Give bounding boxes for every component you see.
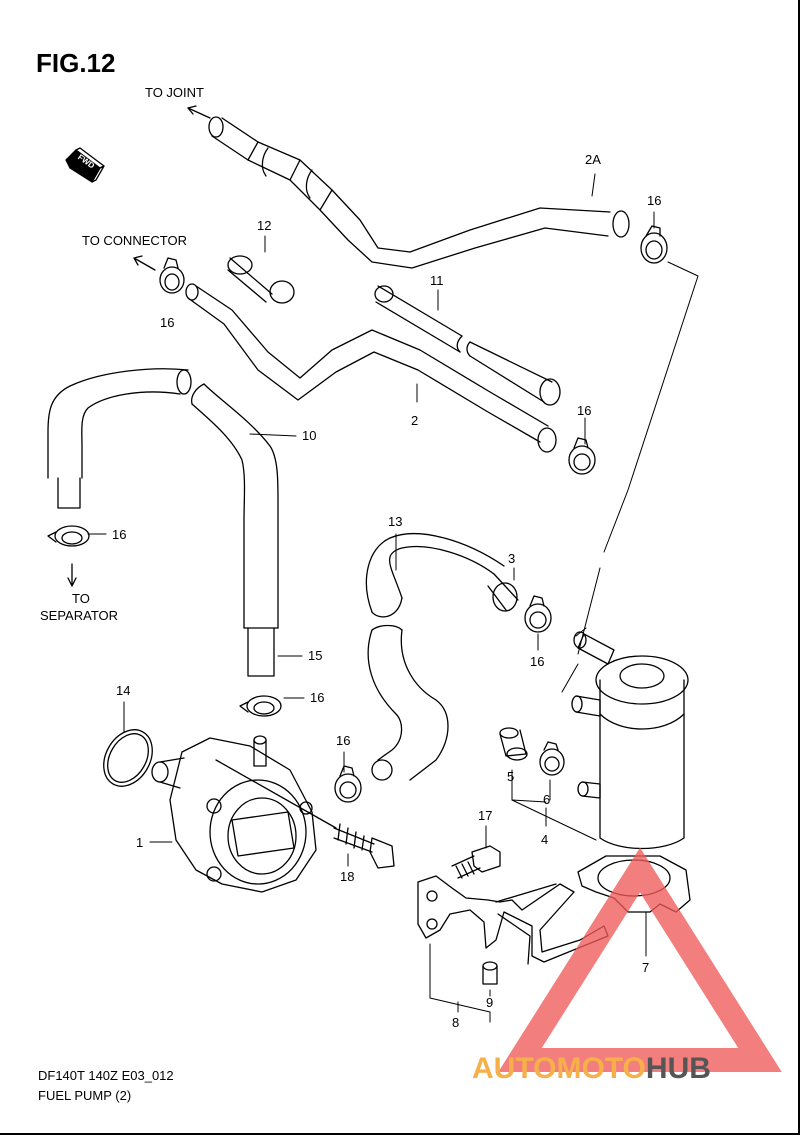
part-9-spacer [482,961,498,985]
callout-2a: 2A [585,152,601,167]
part-18-bolt [333,823,395,869]
label-to-separator-line1: TO [72,591,90,606]
callout-10: 10 [302,428,317,443]
arrow-to-joint [187,107,211,119]
clamp-6 [539,741,565,776]
callout-13: 13 [388,514,403,529]
callout-1: 1 [136,835,144,850]
arrow-to-connector [133,255,156,271]
label-to-connector: TO CONNECTOR [82,233,187,248]
callout-16-c: 16 [577,403,592,418]
label-to-joint: TO JOINT [145,85,204,100]
callout-3: 3 [508,551,516,566]
callout-11: 11 [430,273,444,288]
hose-13 [365,533,519,781]
part-4-fuel-filter [571,631,689,850]
callout-17: 17 [478,808,493,823]
watermark-text: AUTOMOTOHUB [472,1052,711,1086]
part-5-hose [499,727,528,761]
part-11-hose [374,285,561,406]
footer-section-name: FUEL PUMP (2) [38,1088,132,1103]
clamp-16-a [640,225,668,264]
part-1-fuel-pump [151,735,337,893]
clamp-16-b [159,257,185,294]
callout-6: 6 [543,792,551,807]
callout-16-a: 16 [647,193,662,208]
callout-15: 15 [308,648,323,663]
callout-16-b: 16 [160,315,175,330]
callout-16-d: 16 [112,527,127,542]
callout-5: 5 [507,769,515,784]
clamp-16-e [524,595,552,633]
callout-12: 12 [257,218,272,233]
callout-16-g: 16 [336,733,351,748]
clamp-16-f [239,695,282,717]
callout-8: 8 [452,1015,460,1030]
figure-title: FIG.12 [36,48,116,78]
part-17-bolt [451,845,501,879]
callout-2: 2 [411,413,419,428]
callout-7: 7 [642,960,650,975]
callout-18: 18 [340,869,355,884]
hose-10 [47,368,279,677]
label-to-separator-line2: SEPARATOR [40,608,119,623]
arrow-to-separator [67,563,77,587]
clamp-16-d [47,525,90,547]
leader-lines [87,173,699,1023]
frame-bottom [0,1133,800,1135]
callout-4: 4 [541,832,549,847]
watermark-logo [498,847,782,1072]
frame-right [798,0,800,1135]
clamp-16-g [334,765,362,803]
watermark-part-a: AUTOMOTO [472,1052,646,1085]
footer-model-code: DF140T 140Z E03_012 [38,1068,174,1083]
callout-16-f: 16 [310,690,325,705]
hose-2a [208,116,630,269]
callout-16-e: 16 [530,654,545,669]
hose-2 [185,283,557,453]
callout-9: 9 [486,995,494,1010]
callout-14: 14 [116,683,131,698]
fwd-arrow-icon [65,147,105,183]
part-12-hose [227,255,295,304]
clamp-16-c [568,437,596,475]
part-14-o-ring [103,729,153,787]
watermark-part-b: HUB [645,1052,711,1085]
